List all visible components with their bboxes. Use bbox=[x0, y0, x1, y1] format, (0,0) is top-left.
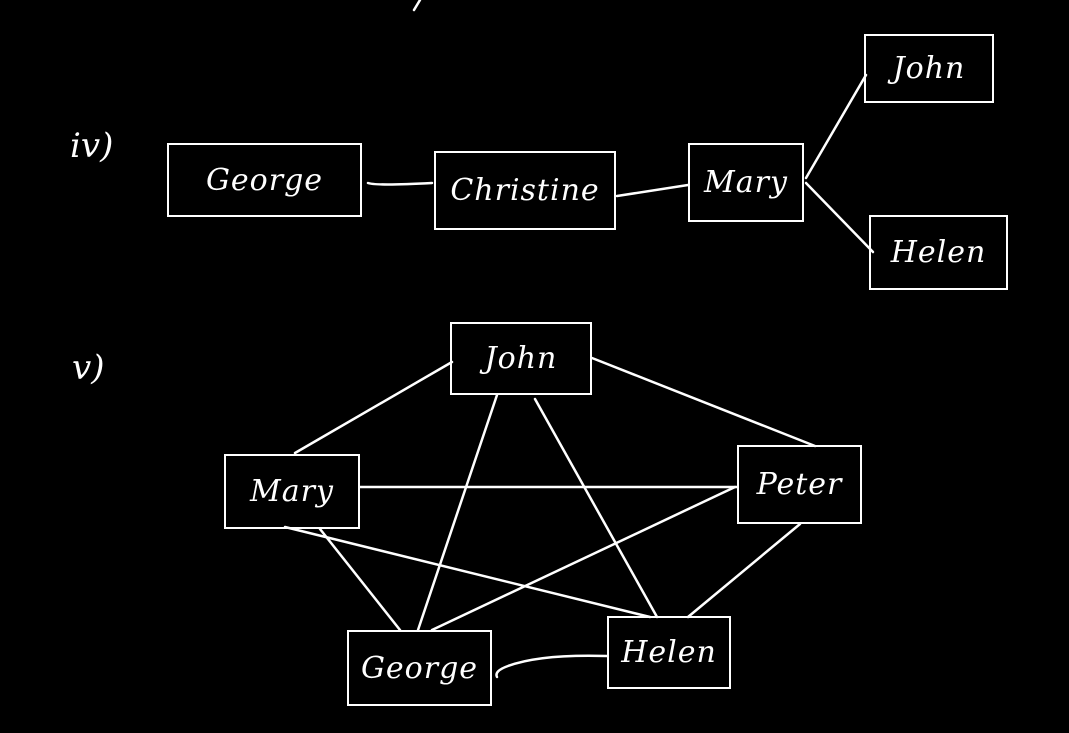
iv-node-john: John bbox=[864, 34, 994, 103]
top-stray-mark bbox=[412, 0, 422, 12]
section-label-v: v) bbox=[72, 348, 105, 388]
edge-iv-christine-mary bbox=[615, 183, 690, 198]
iv-node-mary: Mary bbox=[688, 143, 804, 222]
edge-v-peter-george bbox=[430, 485, 737, 632]
edge-v-peter-helen bbox=[686, 522, 802, 619]
edge-iv-mary-helen bbox=[804, 181, 875, 254]
edge-v-john-peter bbox=[590, 356, 817, 448]
edge-v-john-mary bbox=[293, 360, 454, 455]
edge-v-john-helen bbox=[533, 397, 659, 619]
iv-node-george: George bbox=[167, 143, 362, 217]
v-node-peter: Peter bbox=[737, 445, 862, 524]
iv-node-helen: Helen bbox=[869, 215, 1008, 290]
section-label-iv: iv) bbox=[70, 126, 114, 166]
edge-v-mary-george bbox=[318, 527, 402, 632]
edge-v-helen-george bbox=[495, 654, 609, 679]
iv-node-christine: Christine bbox=[434, 151, 616, 230]
v-node-john: John bbox=[450, 322, 592, 395]
edge-iv-george-christine bbox=[366, 181, 434, 186]
edge-v-john-george bbox=[416, 393, 499, 632]
v-node-helen: Helen bbox=[607, 616, 731, 689]
v-node-mary: Mary bbox=[224, 454, 360, 529]
v-node-george: George bbox=[347, 630, 492, 706]
edge-v-mary-helen bbox=[283, 525, 652, 619]
edge-iv-mary-john bbox=[804, 73, 868, 180]
